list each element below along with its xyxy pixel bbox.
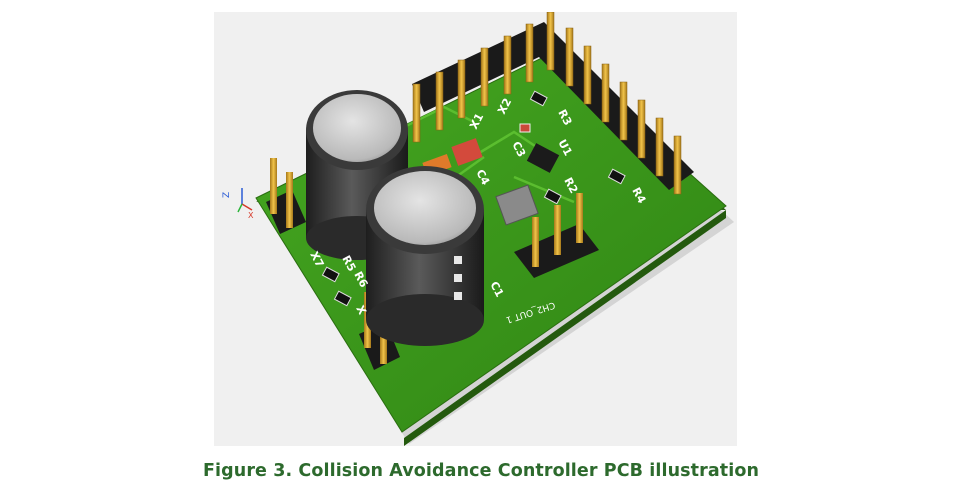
pcb-render: Z X	[222, 12, 734, 446]
axis-indicator: Z X	[222, 188, 254, 220]
header-pin	[525, 23, 534, 83]
figure-caption: Figure 3. Collision Avoidance Controller…	[202, 461, 760, 481]
header-pin	[655, 117, 664, 177]
left-pin-header	[266, 158, 306, 234]
header-pin	[673, 135, 682, 195]
header-pin	[554, 205, 561, 255]
header-pin	[601, 63, 610, 123]
header-pin	[583, 45, 592, 105]
capacitor-c3	[519, 123, 531, 133]
header-pin	[546, 12, 555, 71]
header-pin	[435, 71, 444, 131]
resistor-r3	[529, 90, 548, 107]
ic-u1	[526, 143, 560, 173]
header-pin	[503, 35, 512, 95]
resistor-r5	[321, 266, 340, 283]
x-axis-line	[241, 203, 253, 211]
capacitor-c1	[366, 166, 484, 346]
x-axis-label: X	[248, 211, 254, 220]
regulator	[495, 184, 539, 226]
header-pin	[286, 172, 293, 228]
resistor-r4	[607, 168, 626, 185]
z-axis-label: Z	[222, 192, 232, 198]
y-axis-line	[237, 203, 243, 213]
capacitor-c4	[451, 138, 483, 166]
resistor-r2	[543, 188, 562, 205]
resistor-r6	[333, 290, 352, 307]
header-pin	[457, 59, 466, 119]
header-pin	[576, 193, 583, 243]
ch2-out-header	[514, 193, 599, 278]
header-pin	[270, 158, 277, 214]
header-pin	[532, 217, 539, 267]
header-pin	[637, 99, 646, 159]
header-pin	[619, 81, 628, 141]
header-pin	[480, 47, 489, 107]
top-pin-header	[412, 12, 694, 195]
pcb-figure: Z X	[214, 12, 737, 446]
smd-components	[321, 90, 626, 307]
header-pin	[565, 27, 574, 87]
header-pin	[412, 83, 421, 143]
